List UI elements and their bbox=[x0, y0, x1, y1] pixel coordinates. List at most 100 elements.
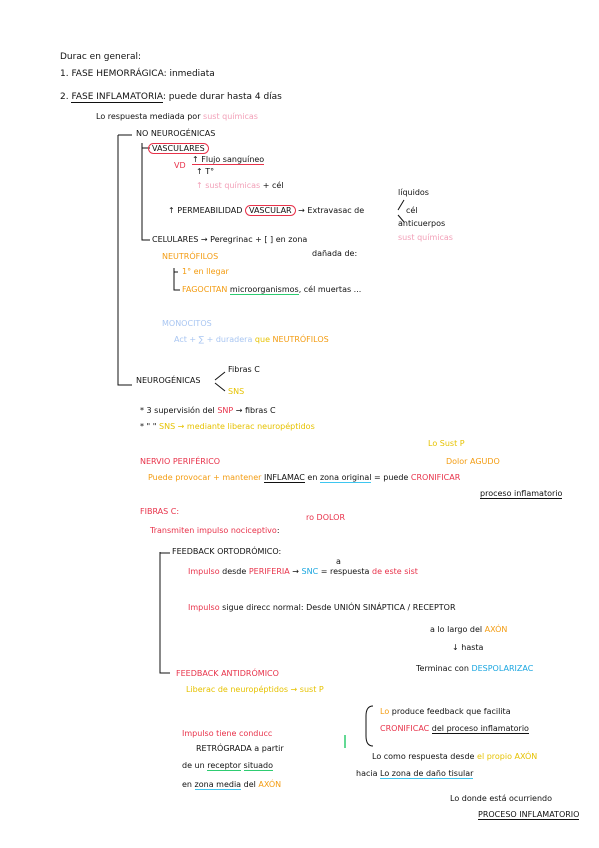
respuesta-lead: Lo respuesta mediada por bbox=[96, 112, 201, 121]
o5-b: DESPOLARIZAC bbox=[471, 664, 534, 673]
respuesta-colored: sust químicas bbox=[203, 112, 258, 121]
nervio-f: CRONIFICAR bbox=[410, 473, 461, 482]
retrograda-line4: en zona media del AXÓN bbox=[182, 780, 282, 790]
nervio-d: zona original bbox=[319, 473, 372, 483]
vasculares-circle: VASCULARES bbox=[148, 143, 209, 154]
r1-b: produce feedback que facilita bbox=[391, 707, 511, 716]
antidromico-title: FEEDBACK ANTIDRÓMICO bbox=[176, 669, 279, 678]
o1-f: = respuesta bbox=[320, 567, 370, 576]
flujo-line: ↑ Flujo sanguíneo bbox=[192, 155, 265, 165]
o1-e: SNC bbox=[301, 567, 319, 576]
feedback-line4: hacia Lo zona de daño tisular bbox=[356, 769, 474, 779]
r1-a: Lo bbox=[380, 707, 390, 716]
monocitos-c: NEUTRÓFILOS bbox=[272, 335, 329, 344]
flujo-text: ↑ Flujo sanguíneo bbox=[192, 155, 265, 165]
ortodromico-line3: a lo largo del AXÓN bbox=[430, 626, 507, 634]
r4-b: Lo zona de daño tisular bbox=[380, 769, 474, 779]
nervio-a: Puede provocar + mantener bbox=[148, 473, 262, 482]
feedback-line6: PROCESO INFLAMATORIO bbox=[478, 810, 580, 820]
p4-b: zona media bbox=[194, 780, 242, 790]
liquidos-text: líquidos bbox=[398, 188, 429, 197]
o5-a: Terminac con bbox=[416, 664, 469, 673]
feedback-line2: CRONIFICAC del proceso inflamatorio bbox=[380, 724, 529, 734]
supervision2-b: SNS → mediante liberac neuropéptidos bbox=[159, 422, 315, 431]
phase2-line: 2. FASE INFLAMATORIA: puede durar hasta … bbox=[60, 92, 282, 103]
fagocitan-text: FAGOCITAN bbox=[182, 285, 228, 294]
o1-g: de este sist bbox=[371, 567, 418, 576]
nervio-title: NERVIO PERIFÉRICO bbox=[140, 457, 221, 466]
no-neurogenicas-title: NO NEUROGÉNICAS bbox=[136, 129, 216, 138]
ortodromico-title: FEEDBACK ORTODRÓMICO: bbox=[172, 547, 282, 556]
supervision-sns-line: * " " SNS → mediante liberac neuropéptid… bbox=[140, 423, 315, 431]
o1-a: Impulso bbox=[188, 567, 220, 576]
p4-a: en bbox=[182, 780, 192, 789]
cel-text: + cél bbox=[262, 181, 284, 190]
vd-label: VD bbox=[174, 161, 186, 170]
p3-b: receptor bbox=[207, 761, 241, 771]
feedback-line5: Lo donde está ocurriendo bbox=[450, 794, 552, 803]
nervio-e: = puede bbox=[374, 473, 409, 482]
r3-b: el propio AXÓN bbox=[477, 752, 538, 761]
p3-a: de un bbox=[182, 761, 205, 770]
monocitos-line: Act + ∑ + duradera que NEUTRÓFILOS bbox=[174, 336, 329, 344]
monocitos-b: que bbox=[254, 335, 270, 344]
supervision-a: * 3 supervisión del bbox=[140, 406, 215, 415]
sust-quimicas-text: sust químicas bbox=[398, 233, 453, 242]
retrograda-line3: de un receptor situado bbox=[182, 761, 274, 771]
retrograda-line1: Impulso tiene conducc bbox=[182, 730, 272, 738]
phase1-text: 1. FASE HEMORRÁGICA: inmediata bbox=[60, 69, 215, 79]
o1-b: desde bbox=[222, 567, 247, 576]
fibras-c-text: Fibras C bbox=[228, 365, 260, 374]
supervision2-a: * " " bbox=[140, 422, 157, 431]
r2-a: CRONIFICAC bbox=[380, 724, 430, 733]
sust-line: ↑ sust químicas + cél bbox=[196, 182, 284, 190]
transmiten-line: Transmiten impulso nociceptivo: bbox=[150, 527, 280, 535]
ro-dolor: ro DOLOR bbox=[306, 513, 346, 522]
perm-circle: VASCULAR bbox=[244, 205, 296, 216]
o1-c: PERIFERIA bbox=[248, 567, 290, 576]
anticuerpos-text: anticuerpos bbox=[398, 219, 446, 228]
fagocitan-rest: , cél muertas ... bbox=[298, 285, 362, 294]
arrow-a-label: a bbox=[336, 557, 341, 566]
phase2-name: FASE INFLAMATORIA bbox=[71, 92, 163, 103]
r3-a: Lo como respuesta desde bbox=[372, 752, 475, 761]
dolor-agudo-text: Dolor AGUDO bbox=[446, 457, 500, 466]
antidromico-line: Liberac de neuropéptidos → sust P bbox=[186, 685, 324, 694]
monocitos-a: Act + ∑ + duradera bbox=[174, 335, 253, 344]
o2-b: sigue direcc normal: Desde UNIÓN SINÁPTI… bbox=[222, 603, 456, 612]
p4-d: AXÓN bbox=[258, 780, 282, 789]
temp-text: ↑ T° bbox=[196, 167, 215, 176]
ortodromico-line2: Impulso sigue direcc normal: Desde UNIÓN… bbox=[188, 604, 456, 612]
o1-d: → bbox=[292, 567, 299, 576]
extravasac-text: → Extravasac de bbox=[298, 206, 365, 215]
p1-text: Impulso tiene conducc bbox=[182, 729, 273, 738]
phase2-num: 2. bbox=[60, 92, 69, 102]
retrograda-line2: RETRÓGRADA a partir bbox=[196, 744, 284, 753]
fibras-c-title: FIBRAS C: bbox=[140, 507, 180, 516]
ortodromico-line1: Impulso desde PERIFERIA → SNC = respuest… bbox=[188, 568, 418, 576]
hasta-text: ↓ hasta bbox=[452, 643, 484, 652]
primero-llegar: 1° en llegar bbox=[182, 267, 229, 276]
proceso-inflamatorio-1: proceso inflamatorio bbox=[480, 489, 563, 499]
r2-b: del proceso inflamatorio bbox=[431, 724, 529, 734]
neurogenicas-title: NEUROGÉNICAS bbox=[136, 376, 201, 385]
microorganismos-text: microorganismos bbox=[229, 285, 299, 295]
proceso-inflamatorio-2: PROCESO INFLAMATORIO bbox=[478, 810, 580, 820]
feedback-line3: Lo como respuesta desde el propio AXÓN bbox=[372, 753, 537, 761]
p3-c: situado bbox=[243, 761, 274, 771]
supervision-snp-line: * 3 supervisión del SNP → fibras C bbox=[140, 407, 276, 415]
r4-a: hacia bbox=[356, 769, 378, 778]
celulares-line1: CELULARES → Peregrinac + [ ] en zona bbox=[152, 235, 308, 244]
fagocitan-line: FAGOCITAN microorganismos, cél muertas .… bbox=[182, 285, 362, 295]
perm-lead: ↑ PERMEABILIDAD bbox=[168, 206, 243, 215]
feedback-line1: Lo produce feedback que facilita bbox=[380, 708, 511, 716]
transmiten-b: impulso nociceptivo bbox=[196, 526, 277, 535]
supervision-c: → fibras C bbox=[235, 406, 276, 415]
transmiten-colon: : bbox=[276, 526, 280, 535]
nervio-line: Puede provocar + mantener INFLAMAC en zo… bbox=[148, 473, 461, 483]
monocitos-title: MONOCITOS bbox=[162, 319, 212, 328]
sust-p-text: Lo Sust P bbox=[428, 439, 465, 448]
supervision-snp: SNP bbox=[217, 406, 234, 415]
nervio-g: proceso inflamatorio bbox=[480, 489, 563, 499]
